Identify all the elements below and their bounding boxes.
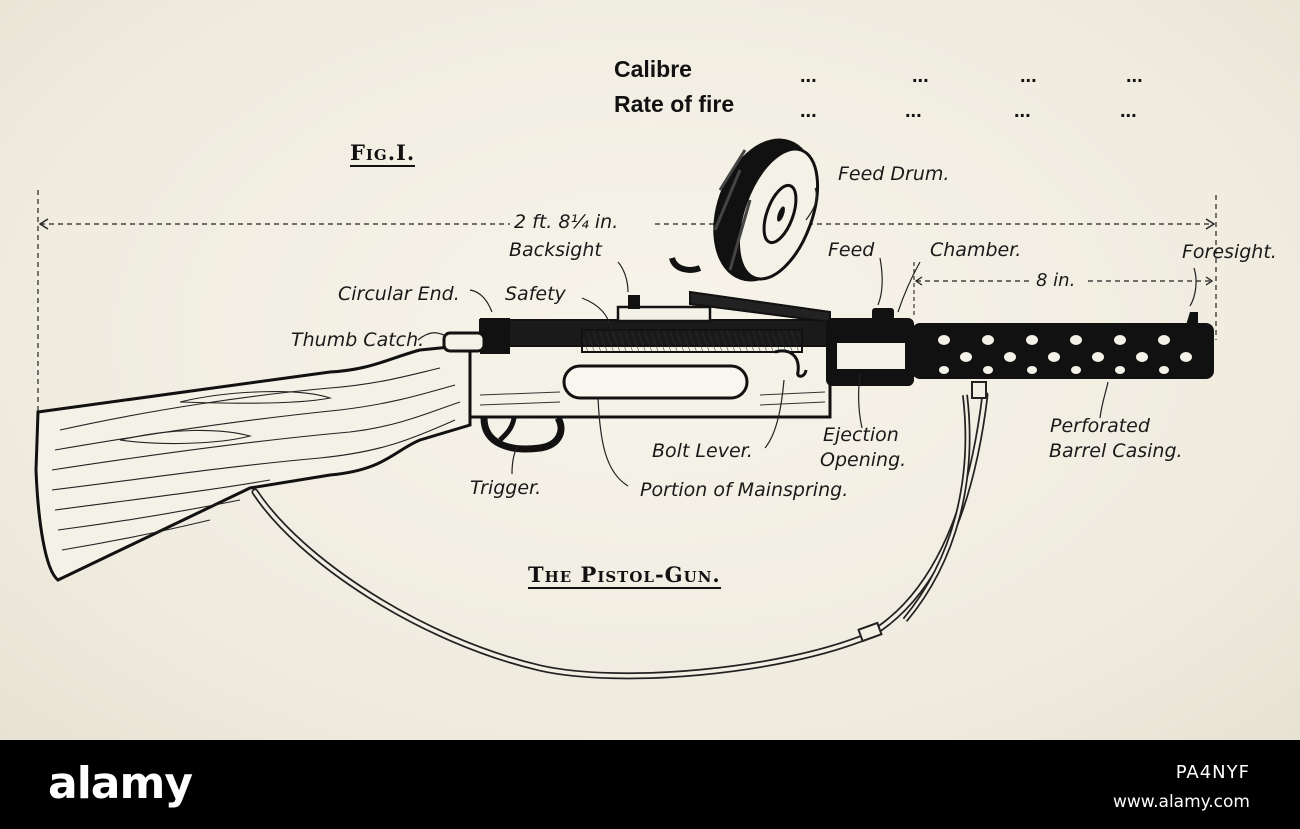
backsight-label: Backsight: [509, 239, 602, 261]
circular-end-label: Circular End.: [338, 283, 460, 305]
thumb-catch: [442, 331, 486, 353]
ejection-opening-label-2: Opening.: [820, 449, 907, 471]
safety-label: Safety: [505, 283, 566, 305]
figure-caption: The Pistol-Gun.: [528, 562, 721, 589]
foresight: [1186, 312, 1198, 325]
ejection-opening: [835, 341, 907, 371]
calibre-dots-3: ...: [1020, 65, 1037, 87]
feed-drum: [669, 138, 831, 324]
wooden-stock: [34, 343, 472, 582]
rate-dots-3: ...: [1014, 100, 1031, 122]
ejection-opening-label-1: Ejection: [823, 424, 899, 446]
bolt-lever: [774, 349, 808, 378]
perforated-casing-label-1: Perforated: [1050, 415, 1150, 437]
diagram-sheet: Calibre Rate of fire ... ... ... ... ...…: [0, 0, 1300, 740]
rate-dots-1: ...: [800, 100, 817, 122]
foresight-label: Foresight.: [1182, 241, 1277, 263]
trigger-label: Trigger.: [470, 477, 542, 499]
thumb-catch-label: Thumb Catch.: [291, 329, 425, 351]
overall-length-label: 2 ft. 8¼ in.: [514, 211, 619, 233]
chamber-label: Chamber.: [930, 239, 1022, 261]
feed-label: Feed: [828, 239, 875, 261]
image-id: PA4NYF: [1175, 762, 1250, 783]
mainspring-label: Portion of Mainspring.: [640, 479, 849, 501]
calibre-dots-2: ...: [912, 65, 929, 87]
figure-label: Fig.I.: [350, 140, 416, 167]
rate-of-fire-label: Rate of fire: [614, 91, 735, 117]
receiver-grain: [479, 391, 826, 406]
backsight: [616, 305, 712, 323]
rate-dots-4: ...: [1120, 100, 1137, 122]
trigger-guard: [480, 416, 565, 453]
wood-grain: [51, 367, 461, 551]
brand-logo: alamy: [48, 758, 193, 809]
bolt-lever-label: Bolt Lever.: [652, 440, 753, 462]
site-url: www.alamy.com: [1112, 792, 1250, 812]
watermark-footer: alamy PA4NYF www.alamy.com: [0, 740, 1300, 829]
leader-lines: [417, 187, 1197, 487]
calibre-label: Calibre: [614, 56, 692, 82]
barrel-length-dimension: [913, 262, 1214, 318]
gun-drawing: [34, 138, 1217, 680]
calibre-dots-4: ...: [1126, 65, 1143, 87]
perforated-casing-label-2: Barrel Casing.: [1049, 440, 1183, 462]
mainspring-slot: [562, 364, 749, 400]
casing-holes: [938, 335, 1192, 374]
calibre-dots-1: ...: [800, 65, 817, 87]
feed-drum-label: Feed Drum.: [838, 163, 950, 185]
barrel-length-label: 8 in.: [1036, 270, 1076, 291]
rate-dots-2: ...: [905, 100, 922, 122]
